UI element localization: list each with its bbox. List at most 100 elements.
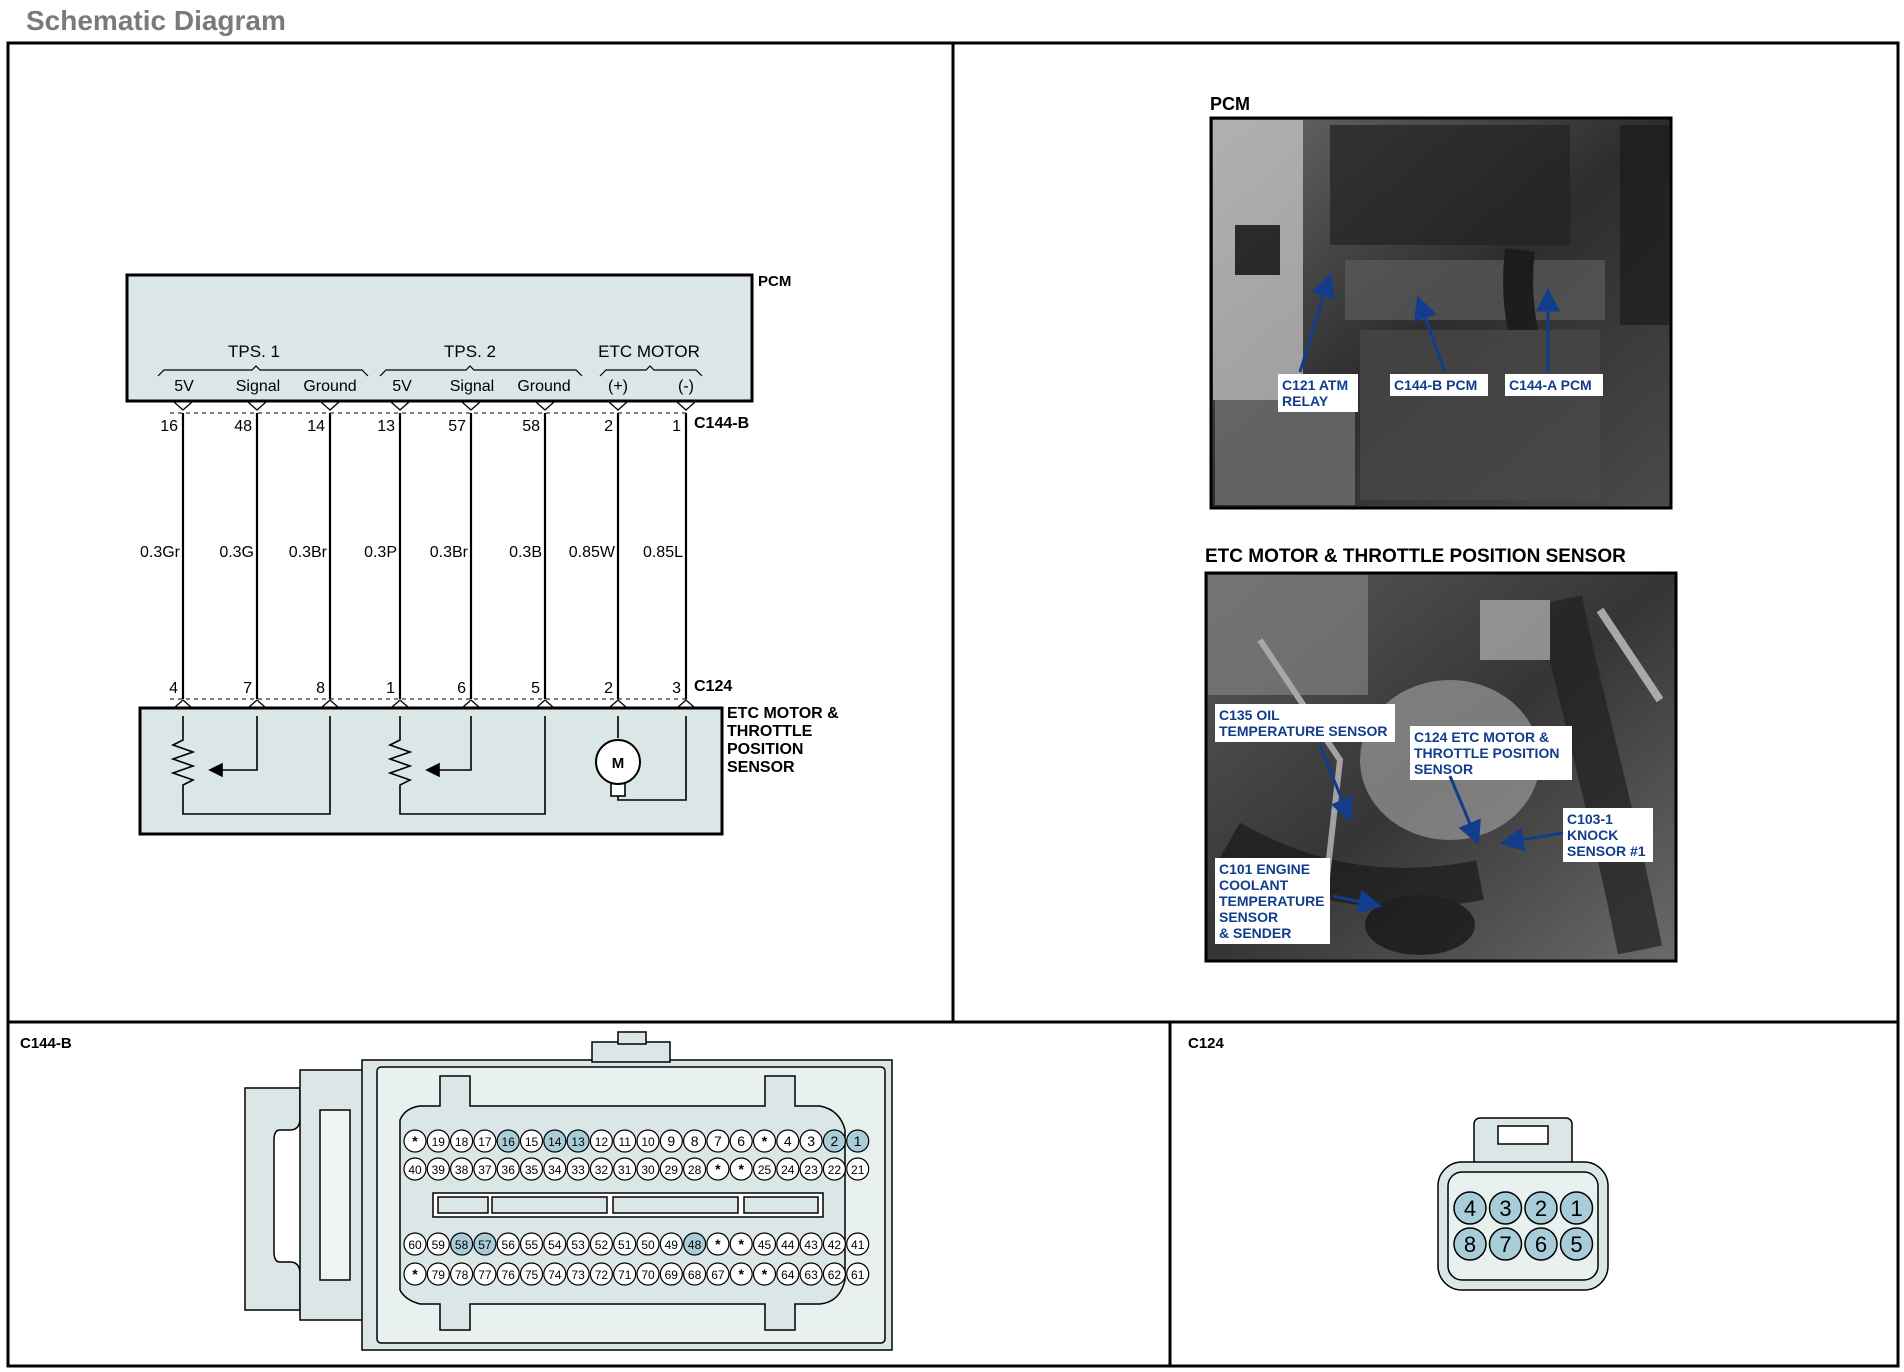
callout-box [1410,726,1572,780]
pin-cavity-number: 63 [804,1268,818,1282]
pin-cavity-number: * [762,1133,768,1149]
sensor-terminal-chevron [390,699,410,709]
pcm-photo-texture [1213,120,1670,505]
sensor-label-line-2: THROTTLE [727,723,813,740]
pin-cavity-number: 73 [571,1268,585,1282]
callout-text: KNOCK [1567,827,1618,843]
pin-cavity-number: 54 [548,1238,562,1252]
pcm-pin-number: 13 [377,418,395,435]
callout-text: C144-B PCM [1394,377,1477,393]
callout-text: TEMPERATURE [1219,893,1325,909]
pin-cavity-number: 44 [781,1238,795,1252]
sensor-terminal-chevron [320,699,340,709]
pin-cavity-number: 71 [618,1268,632,1282]
sensor-terminal-chevron [173,699,193,709]
pin-cavity-number: 52 [595,1238,609,1252]
pin-cavity [799,1157,823,1181]
sensor-pin-number: 4 [169,680,178,697]
pcm-pin-number: 58 [522,418,540,435]
group-label-etc-motor: ETC MOTOR [598,342,700,361]
pin-cavity-number: 57 [478,1238,492,1252]
pin-cavity [519,1232,544,1256]
pin-cavity-number: 24 [781,1163,795,1177]
pin-name: (+) [608,378,628,395]
pin-cavity-number: 29 [665,1163,679,1177]
pin-cavity-number: 33 [571,1163,585,1177]
pin-cavity-number: 6 [737,1133,745,1149]
pin-cavity-number: 58 [455,1238,469,1252]
pin-cavity-number: 60 [408,1238,422,1252]
pin-cavity-number: 36 [502,1163,516,1177]
pin-cavity-number: 68 [688,1268,702,1282]
pcm-pin-number: 14 [307,418,325,435]
pin-cavity-number: 74 [548,1268,562,1282]
pin-cavity [543,1232,567,1256]
pin-cavity [496,1232,520,1256]
pin-cavity [426,1157,450,1181]
callout-text: SENSOR [1219,909,1278,925]
pin-cavity-number: 37 [478,1163,492,1177]
pin-cavity-number: 14 [548,1135,562,1149]
pcm-terminal-chevron [390,401,410,411]
wire-label: 0.3Br [430,544,469,561]
pin-cavity [752,1232,777,1256]
pin-cavity [403,1232,427,1256]
pin-cavity [752,1157,777,1181]
pin-cavity [403,1129,427,1153]
callout-text: & SENDER [1219,925,1291,941]
pcm-terminal-chevron [461,401,481,411]
pin-cavity-number: 3 [1499,1196,1511,1221]
pin-cavity [636,1232,660,1256]
page-title: Schematic Diagram [26,5,286,36]
pin-cavity [426,1232,450,1256]
pin-cavity [450,1129,474,1153]
pin-cavity-number: 53 [571,1238,585,1252]
sensor-terminal-chevron [676,699,696,709]
pin-cavity [799,1129,823,1153]
callout-arrow [1298,272,1336,373]
pin-cavity [566,1232,590,1256]
pin-cavity [450,1232,474,1256]
pin-cavity [682,1262,707,1286]
pin-cavity [589,1157,614,1181]
pin-cavity-number: 9 [667,1133,675,1149]
connector-c124-housing [1437,1117,1609,1291]
pin-cavity-number: 8 [1464,1232,1476,1257]
pin-cavity-number: 25 [758,1163,772,1177]
pin-cavity [822,1157,847,1181]
sensor-terminal-chevron [608,699,628,709]
pin-cavity [682,1157,707,1181]
pcm-pin-number: 2 [604,418,613,435]
pin-cavity [706,1232,730,1256]
pin-cavity [659,1232,683,1256]
sensor-pin-number: 2 [604,680,613,697]
pin-cavity-number: 8 [691,1133,699,1149]
pin-cavity-number: 61 [851,1268,865,1282]
pin-cavity-number: 70 [641,1268,655,1282]
pin-cavity [543,1262,567,1286]
callout-box [1390,374,1488,396]
pin-cavity-number: 69 [665,1268,679,1282]
pin-cavity [776,1262,800,1286]
pin-cavity-number: 3 [807,1133,815,1149]
pin-name: (-) [678,378,694,395]
pin-cavity [682,1232,707,1256]
pcm-label: PCM [758,273,791,290]
callout-box [1278,374,1358,412]
pcm-pin-number: 16 [160,418,178,435]
pin-cavity [822,1232,847,1256]
pin-cavity [496,1157,520,1181]
pin-cavity [822,1129,847,1153]
pin-cavity-number: * [762,1266,768,1282]
sensor-connector-label: C124 [694,678,732,695]
pin-cavity-number: 31 [618,1163,632,1177]
pin-cavity-number: 5 [1570,1232,1582,1257]
wire-label: 0.3P [364,544,397,561]
sensor-pin-number: 3 [672,680,681,697]
